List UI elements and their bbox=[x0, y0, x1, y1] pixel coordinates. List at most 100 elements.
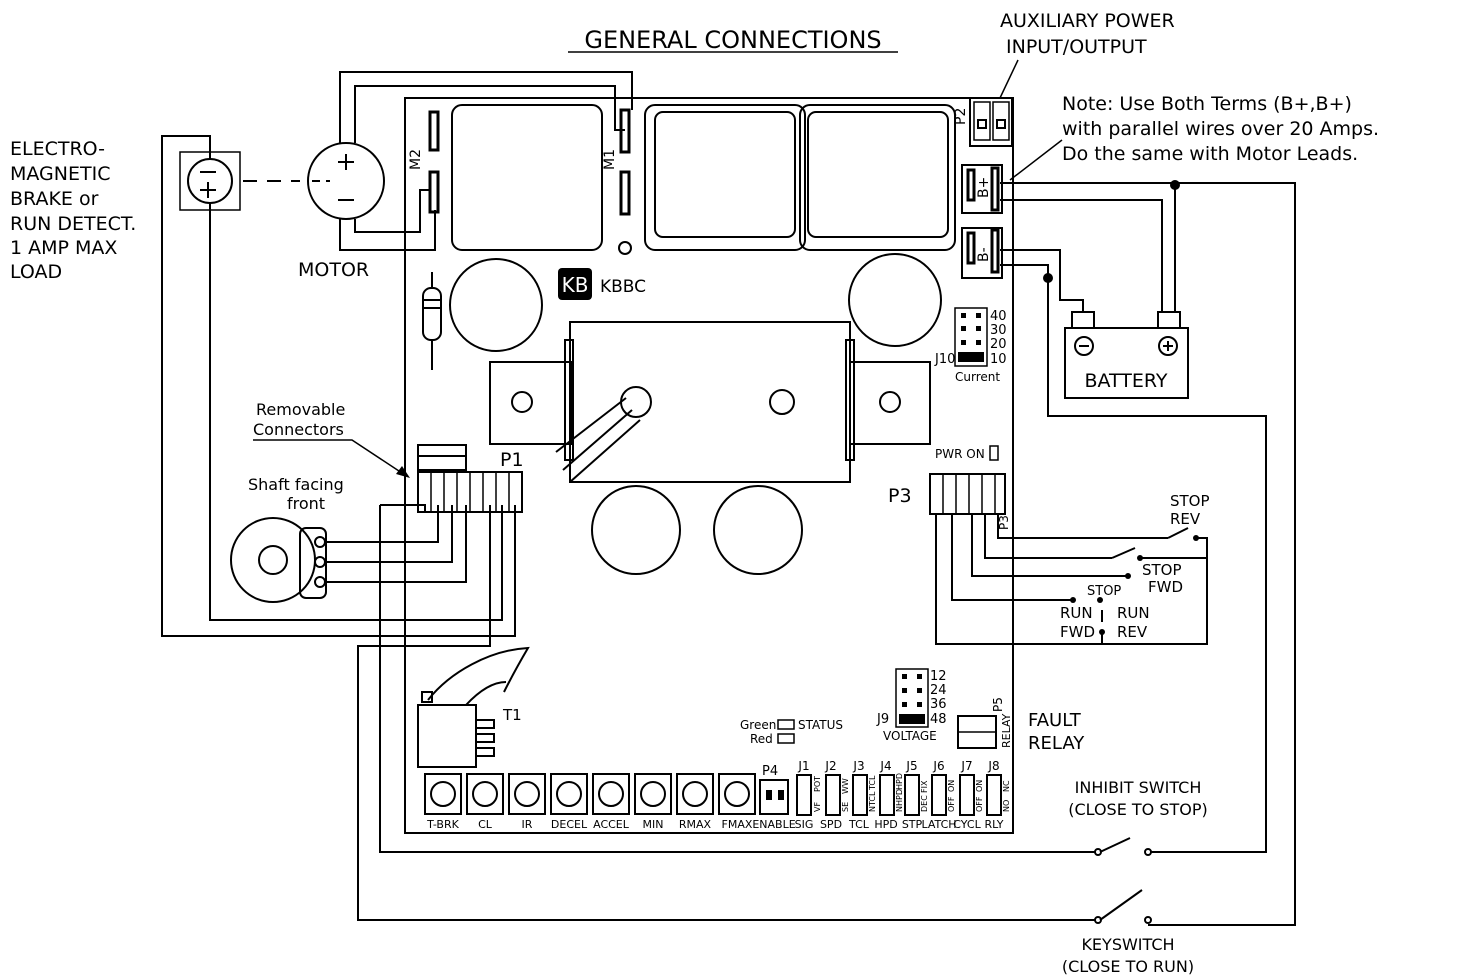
svg-text:MAGNETIC: MAGNETIC bbox=[10, 163, 110, 185]
svg-text:36: 36 bbox=[930, 697, 947, 712]
note-line-3: Do the same with Motor Leads. bbox=[1062, 143, 1358, 165]
svg-text:BRAKE or: BRAKE or bbox=[10, 188, 99, 210]
svg-text:RLY: RLY bbox=[984, 818, 1003, 831]
fault-label-1: FAULT bbox=[1028, 710, 1082, 731]
fault-label-2: RELAY bbox=[1028, 733, 1085, 754]
note-line-2: with parallel wires over 20 Amps. bbox=[1062, 118, 1379, 140]
svg-text:10: 10 bbox=[990, 352, 1007, 367]
svg-text:24: 24 bbox=[930, 683, 947, 698]
svg-text:1 AMP MAX: 1 AMP MAX bbox=[10, 237, 117, 259]
p5-label: P5 bbox=[991, 697, 1005, 712]
svg-text:DEC: DEC bbox=[920, 795, 929, 812]
motor-symbol bbox=[307, 142, 385, 220]
shaft-label-2: front bbox=[287, 494, 325, 513]
svg-text:ELECTRO-: ELECTRO- bbox=[10, 138, 105, 160]
speed-pot bbox=[230, 517, 327, 603]
run-fwd-2: FWD bbox=[1060, 623, 1095, 641]
trimpot-ir: IR bbox=[522, 818, 533, 831]
note-line-1: Note: Use Both Terms (B+,B+) bbox=[1062, 93, 1352, 115]
p3-small-label: P3 bbox=[997, 515, 1011, 530]
j1-label: J1 bbox=[797, 759, 809, 773]
svg-text:FIX: FIX bbox=[920, 780, 929, 793]
svg-text:OFF: OFF bbox=[947, 796, 956, 812]
run-rev-1: RUN bbox=[1117, 604, 1150, 622]
p4-label: P4 bbox=[762, 764, 778, 779]
svg-text:NO: NO bbox=[1002, 800, 1011, 812]
inhibit-label-2: (CLOSE TO STOP) bbox=[1068, 800, 1208, 819]
status-red: Red bbox=[750, 732, 773, 746]
svg-text:SPD: SPD bbox=[820, 818, 842, 831]
brake-label: ELECTRO- MAGNETIC BRAKE or RUN DETECT. 1… bbox=[10, 138, 136, 283]
b-plus-label: B+ bbox=[976, 177, 992, 198]
trimpot-min: MIN bbox=[643, 818, 664, 831]
trimpot-decel: DECEL bbox=[551, 818, 588, 831]
j3-label: J3 bbox=[852, 759, 864, 773]
inhibit-label-1: INHIBIT SWITCH bbox=[1075, 778, 1202, 797]
jumper-blocks bbox=[796, 774, 1002, 816]
j7-label: J7 bbox=[960, 759, 972, 773]
trimpot-accel: ACCEL bbox=[593, 818, 630, 831]
j8-label: J8 bbox=[987, 759, 999, 773]
svg-text:20: 20 bbox=[990, 337, 1007, 352]
p2-label: P2 bbox=[953, 108, 969, 125]
enable-label: ENABLE bbox=[752, 818, 795, 831]
j2-label: J2 bbox=[824, 759, 836, 773]
stop-fwd-1: STOP bbox=[1142, 561, 1182, 579]
shaft-label-1: Shaft facing bbox=[248, 475, 344, 494]
trimpot-rmax: RMAX bbox=[679, 818, 712, 831]
keyswitch-label-1: KEYSWITCH bbox=[1081, 935, 1174, 954]
status-label: STATUS bbox=[798, 718, 843, 732]
status-green: Green bbox=[740, 718, 776, 732]
svg-text:ON: ON bbox=[975, 780, 984, 792]
battery-label: BATTERY bbox=[1084, 370, 1167, 392]
stop-fwd-2: FWD bbox=[1148, 578, 1183, 596]
svg-text:STP: STP bbox=[902, 818, 923, 831]
svg-text:NTCL: NTCL bbox=[868, 791, 877, 812]
battery: BATTERY bbox=[1064, 311, 1189, 399]
trimpot-row bbox=[424, 773, 756, 815]
svg-text:NHPD: NHPD bbox=[895, 789, 904, 812]
svg-text:VF: VF bbox=[813, 802, 822, 812]
model-label: KBBC bbox=[600, 277, 646, 297]
brake-symbol bbox=[179, 151, 241, 211]
j6-label: J6 bbox=[932, 759, 944, 773]
j10-label: J10 bbox=[934, 352, 955, 367]
stop-label: STOP bbox=[1087, 584, 1121, 599]
svg-text:LATCH: LATCH bbox=[921, 818, 956, 831]
m1-label: M1 bbox=[602, 149, 618, 170]
aux-power-label-2: INPUT/OUTPUT bbox=[1006, 36, 1147, 58]
svg-text:SIG: SIG bbox=[795, 818, 814, 831]
p5-relay-label: RELAY bbox=[1000, 713, 1013, 748]
svg-text:POT: POT bbox=[813, 776, 822, 792]
svg-text:SE: SE bbox=[841, 802, 850, 812]
trimpot-cl: CL bbox=[478, 818, 493, 831]
voltage-label: VOLTAGE bbox=[883, 729, 937, 743]
kb-logo: KB bbox=[562, 273, 589, 297]
aux-power-label-1: AUXILIARY POWER bbox=[1000, 10, 1175, 32]
b-minus-label: B- bbox=[976, 247, 992, 262]
current-label: Current bbox=[955, 370, 1000, 384]
m2-label: M2 bbox=[408, 149, 424, 170]
t1-label: T1 bbox=[502, 706, 522, 724]
svg-text:ON: ON bbox=[947, 780, 956, 792]
trimpot-tbrk: T-BRK bbox=[426, 818, 459, 831]
svg-text:NC: NC bbox=[1002, 780, 1011, 792]
svg-text:OFF: OFF bbox=[975, 796, 984, 812]
stop-rev-2: REV bbox=[1170, 510, 1201, 528]
removable-label-1: Removable bbox=[256, 400, 345, 419]
svg-text:CYCL: CYCL bbox=[953, 818, 981, 831]
p1-label: P1 bbox=[500, 449, 524, 471]
run-fwd-1: RUN bbox=[1060, 604, 1093, 622]
p3-label: P3 bbox=[888, 485, 912, 507]
removable-label-2: Connectors bbox=[253, 420, 344, 439]
svg-text:WW: WW bbox=[841, 778, 850, 794]
motor-label: MOTOR bbox=[298, 259, 369, 281]
j4-label: J4 bbox=[879, 759, 891, 773]
j5-label: J5 bbox=[905, 759, 917, 773]
trimpot-fmax: FMAX bbox=[722, 818, 753, 831]
svg-text:40: 40 bbox=[990, 309, 1007, 324]
controller-board bbox=[404, 97, 1014, 834]
svg-text:48: 48 bbox=[930, 712, 947, 727]
run-rev-2: REV bbox=[1117, 623, 1148, 641]
